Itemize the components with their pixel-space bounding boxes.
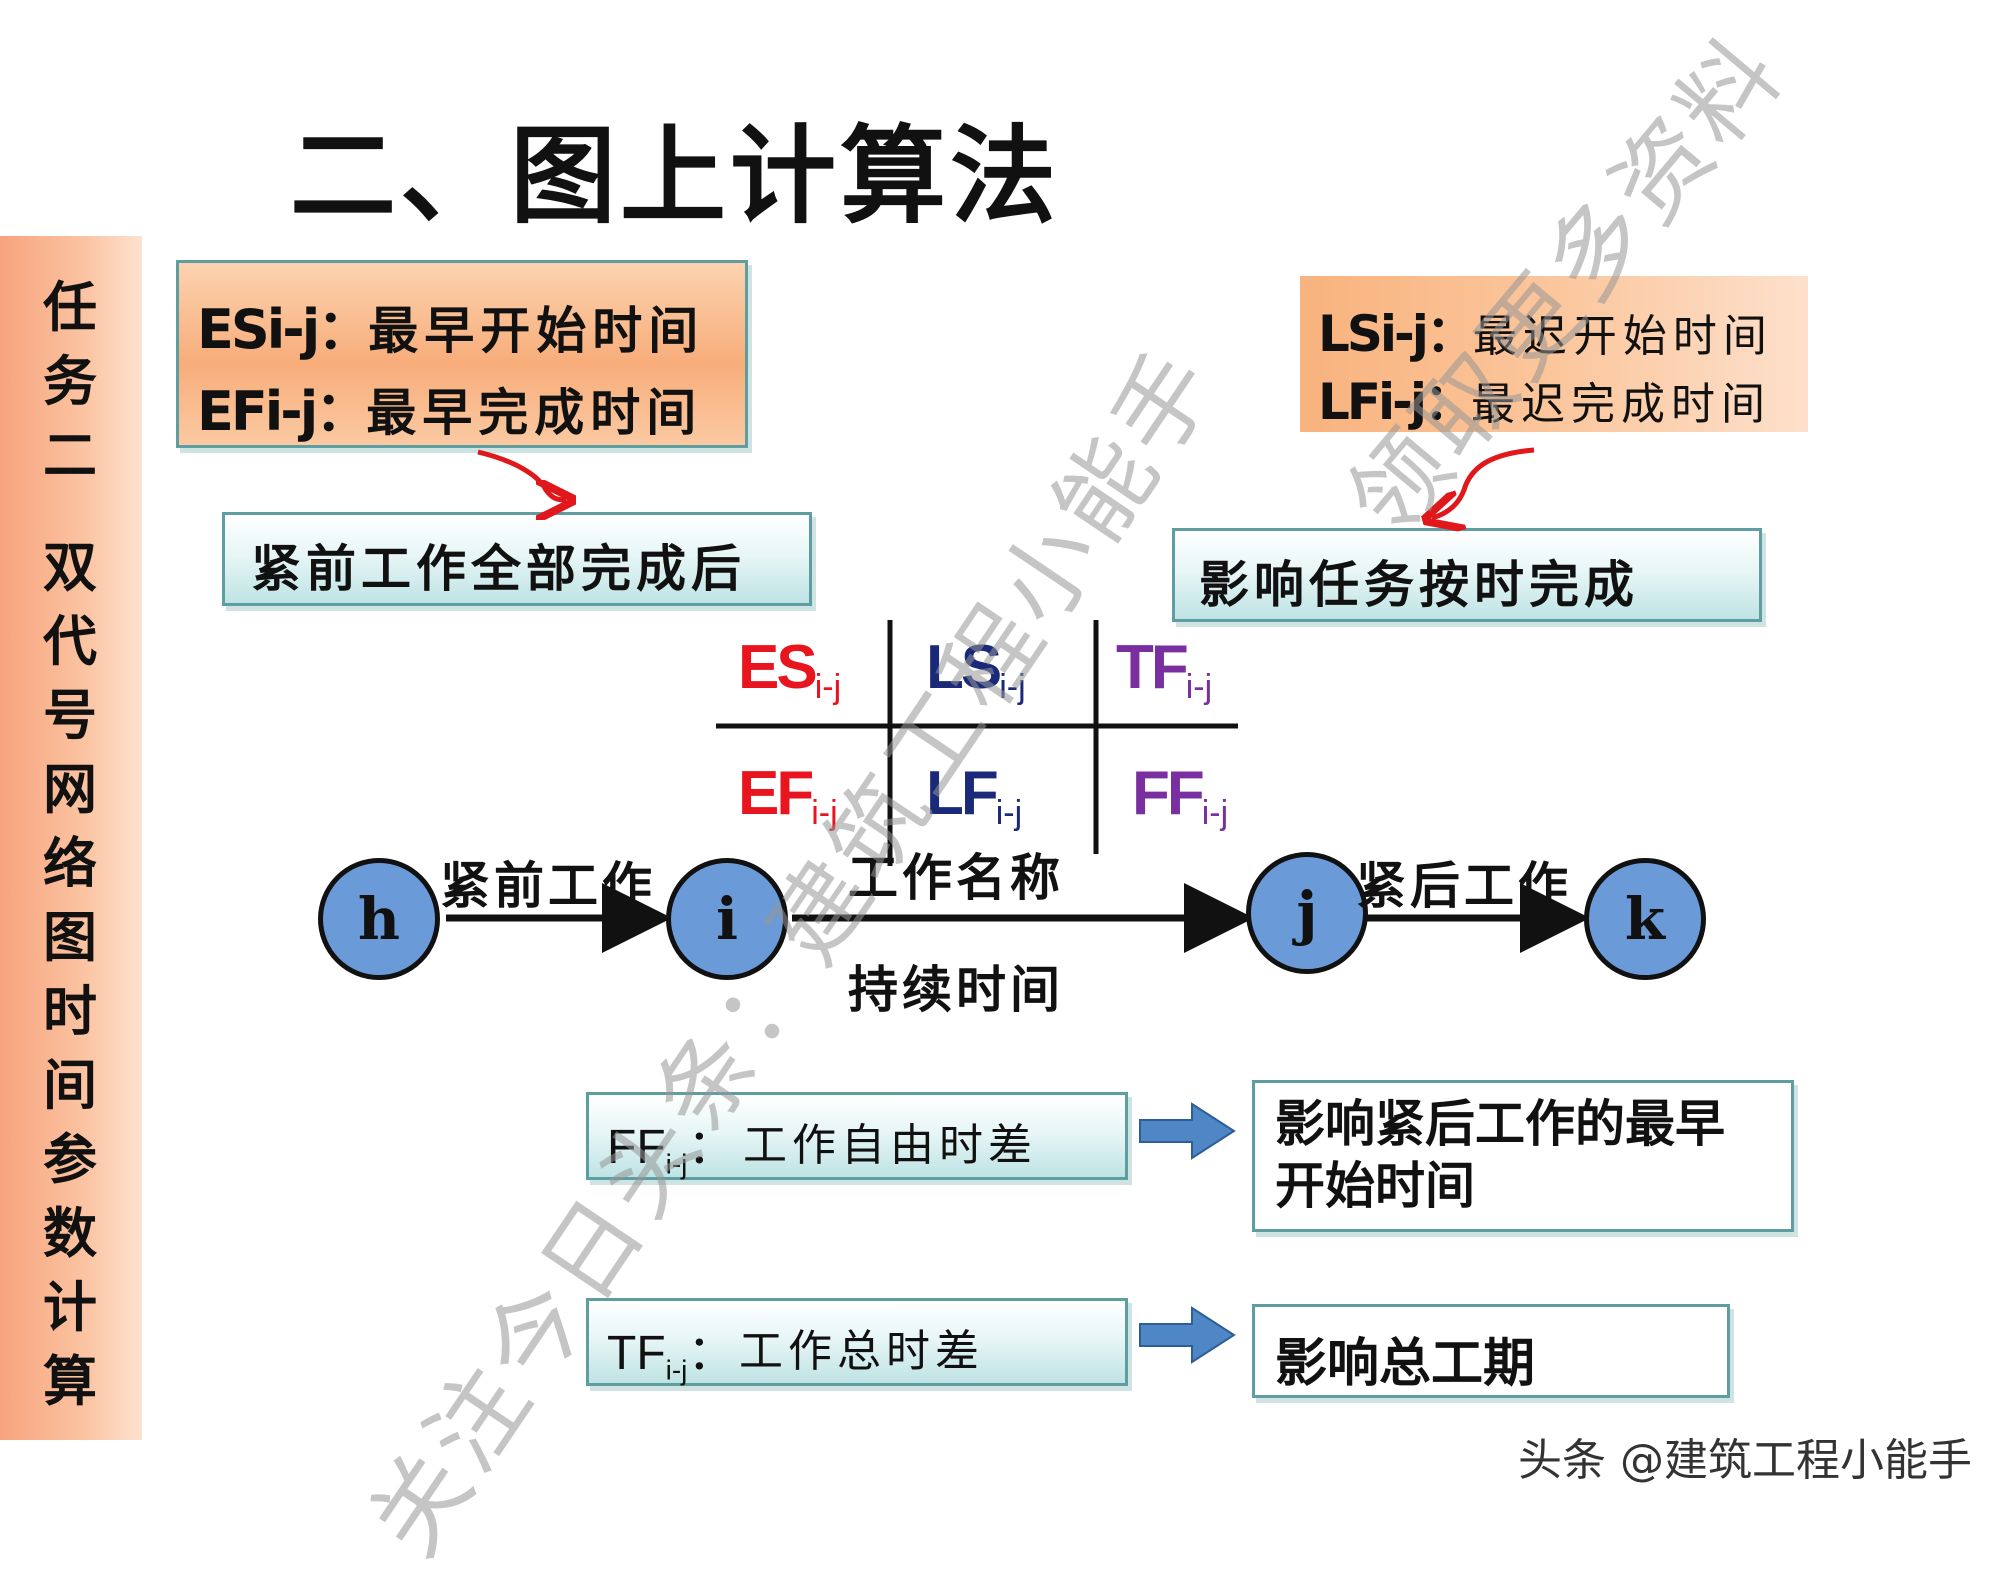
pre-work-label: 紧前工作 (440, 856, 656, 915)
tf-key-colon: ： (687, 1327, 736, 1380)
ls-key: LSi-j： (1318, 305, 1476, 363)
lf-key: LFi-j： (1318, 373, 1474, 431)
ff-key-sub: i-j (665, 1148, 688, 1180)
ff-effect-text: 影响紧后工作的最早 开始时间 (1275, 1093, 1725, 1217)
ff-effect-line2: 开始时间 (1275, 1157, 1475, 1215)
node-i: i (666, 858, 788, 980)
tf-key-main: TF (607, 1327, 666, 1380)
page-title: 二、图上计算法 (290, 115, 1060, 238)
grid-tf-sub: i-j (1185, 668, 1213, 706)
early-note-text: 紧前工作全部完成后 (251, 539, 746, 598)
diagram-lines (446, 447, 1590, 1364)
ef-key: EFi-j： (197, 380, 369, 443)
early-times-box: ESi-j：最早开始时间 EFi-j：最早完成时间 (176, 260, 748, 448)
grid-es: ESi-j (738, 632, 841, 707)
sidebar-vertical-text: 任务二双代号网络图时间参数计算 (20, 270, 120, 1418)
sidebar-char-b4: 络 (43, 831, 97, 895)
sidebar-char-b0: 双 (43, 535, 97, 599)
ls-desc: 最迟开始时间 (1472, 311, 1773, 362)
tf-key: TFi-j： (607, 1313, 735, 1387)
sidebar-char-b9: 数 (43, 1201, 97, 1265)
sidebar-char-b7: 间 (43, 1053, 97, 1117)
late-curve-arrow (1432, 447, 1535, 518)
ff-key: FFi-j： (607, 1107, 735, 1181)
ff-effect-arrow (1139, 1102, 1236, 1160)
duration-label: 持续时间 (848, 960, 1064, 1019)
grid-ff: FFi-j (1132, 758, 1228, 833)
lf-definition: LFi-j：最迟完成时间 (1318, 362, 1771, 434)
grid-ef-main: EF (738, 759, 814, 828)
es-key: ESi-j： (197, 298, 371, 361)
ff-effect-box: 影响紧后工作的最早 开始时间 (1252, 1080, 1794, 1232)
sidebar-banner: 任务二双代号网络图时间参数计算 (0, 236, 142, 1440)
grid-ef: EFi-j (738, 758, 838, 833)
sidebar-char-b6: 时 (43, 979, 97, 1043)
grid-lf: LFi-j (926, 758, 1022, 833)
grid-ff-main: FF (1132, 759, 1205, 828)
sidebar-char-b2: 号 (43, 683, 97, 747)
grid-tf-main: TF (1116, 633, 1189, 702)
late-note-box: 影响任务按时完成 (1172, 528, 1762, 622)
ff-desc: 工作自由时差 (743, 1120, 1037, 1171)
ff-key-main: FF (607, 1121, 666, 1174)
grid-ls-main: LS (926, 633, 1002, 702)
tf-desc: 工作总时差 (739, 1326, 984, 1377)
grid-ff-sub: i-j (1201, 794, 1229, 832)
late-note-text: 影响任务按时完成 (1199, 555, 1639, 614)
sidebar-char-a2: 二 (43, 423, 97, 487)
node-k: k (1584, 858, 1706, 980)
tf-effect-box: 影响总工期 (1252, 1304, 1730, 1398)
grid-ls: LSi-j (926, 632, 1026, 707)
grid-ls-sub: i-j (999, 668, 1026, 706)
sidebar-char-b11: 算 (43, 1349, 97, 1413)
footer-credit: 头条 @建筑工程小能手 (1518, 1435, 1972, 1486)
post-work-label: 紧后工作 (1356, 856, 1572, 915)
late-times-box: LSi-j：最迟开始时间 LFi-j：最迟完成时间 (1300, 276, 1808, 432)
grid-es-main: ES (738, 633, 818, 702)
tf-definition-box: TFi-j： 工作总时差 (586, 1298, 1128, 1386)
tf-key-sub: i-j (665, 1354, 688, 1386)
sidebar-char-b10: 计 (43, 1275, 97, 1339)
ff-effect-line1: 影响紧后工作的最早 (1275, 1095, 1725, 1153)
grid-es-sub: i-j (814, 668, 842, 706)
early-curve-arrow (477, 449, 566, 500)
lf-desc: 最迟完成时间 (1471, 379, 1772, 430)
ls-definition: LSi-j：最迟开始时间 (1318, 294, 1773, 366)
ff-key-colon: ： (687, 1121, 736, 1174)
grid-tf: TFi-j (1116, 632, 1212, 707)
ef-desc: 最早完成时间 (366, 383, 703, 442)
es-definition: ESi-j：最早开始时间 (197, 285, 704, 364)
sidebar-char-b5: 图 (43, 905, 97, 969)
sidebar-char-a0: 任 (43, 275, 97, 339)
work-name-label: 工作名称 (848, 848, 1064, 907)
tf-effect-text: 影响总工期 (1275, 1334, 1536, 1394)
ef-definition: EFi-j：最早完成时间 (197, 367, 702, 446)
tf-effect-arrow (1139, 1306, 1236, 1364)
sidebar-char-a1: 务 (43, 349, 97, 413)
early-note-box: 紧前工作全部完成后 (222, 512, 812, 606)
grid-ef-sub: i-j (811, 794, 838, 832)
sidebar-char-b8: 参 (43, 1127, 97, 1191)
sidebar-char-b1: 代 (43, 609, 97, 673)
grid-lf-main: LF (926, 759, 999, 828)
sidebar-char-b3: 网 (43, 757, 97, 821)
node-h: h (318, 858, 440, 980)
grid-lf-sub: i-j (995, 794, 1023, 832)
node-j: j (1246, 852, 1368, 974)
ff-definition-box: FFi-j： 工作自由时差 (586, 1092, 1128, 1180)
es-desc: 最早开始时间 (368, 301, 705, 360)
